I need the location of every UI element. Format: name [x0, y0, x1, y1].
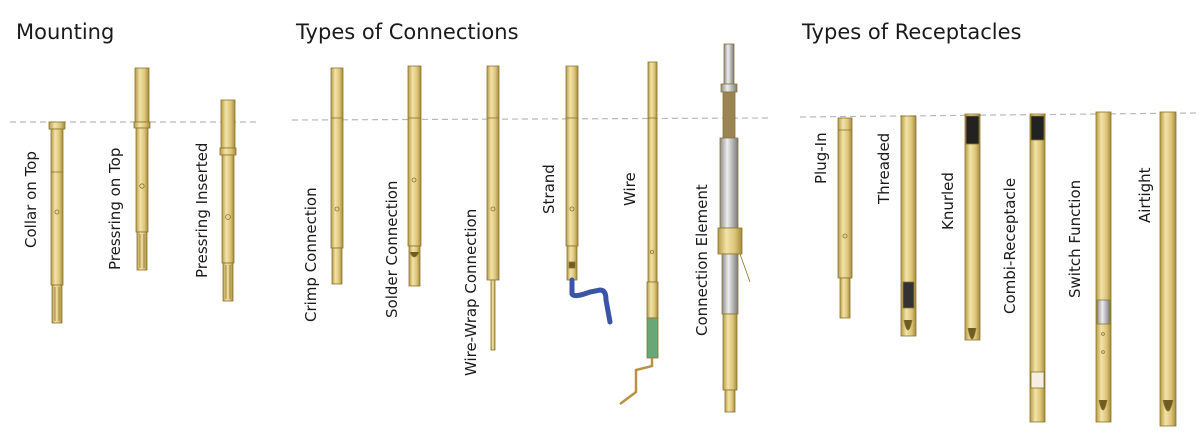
pin-solder-connection — [407, 65, 422, 287]
pin-threaded — [900, 115, 917, 337]
wire-lead — [619, 358, 654, 405]
pin-combi-receptacle — [1029, 113, 1046, 423]
pin-airtight — [1159, 111, 1177, 427]
pin-crimp-connection — [330, 67, 344, 285]
pin-pressring-on-top — [133, 67, 151, 271]
pin-plug-in — [837, 117, 853, 319]
reference-line-connections — [291, 117, 769, 121]
heading-types-of-connections: Types of Connections — [296, 20, 519, 44]
pin-collar-on-top — [48, 121, 66, 324]
strand-wire — [569, 277, 613, 325]
pin-connection-element — [717, 43, 751, 413]
pin-strand — [565, 65, 579, 281]
pin-wire — [646, 61, 659, 359]
pin-switch-function — [1095, 111, 1112, 423]
reference-line-receptacles — [799, 112, 1197, 118]
pin-knurled — [964, 113, 981, 341]
pin-pressring-inserted — [219, 99, 237, 302]
heading-types-of-receptacles: Types of Receptacles — [802, 20, 1022, 44]
pin-wire-wrap-connection — [486, 65, 500, 351]
heading-mounting: Mounting — [16, 20, 115, 44]
